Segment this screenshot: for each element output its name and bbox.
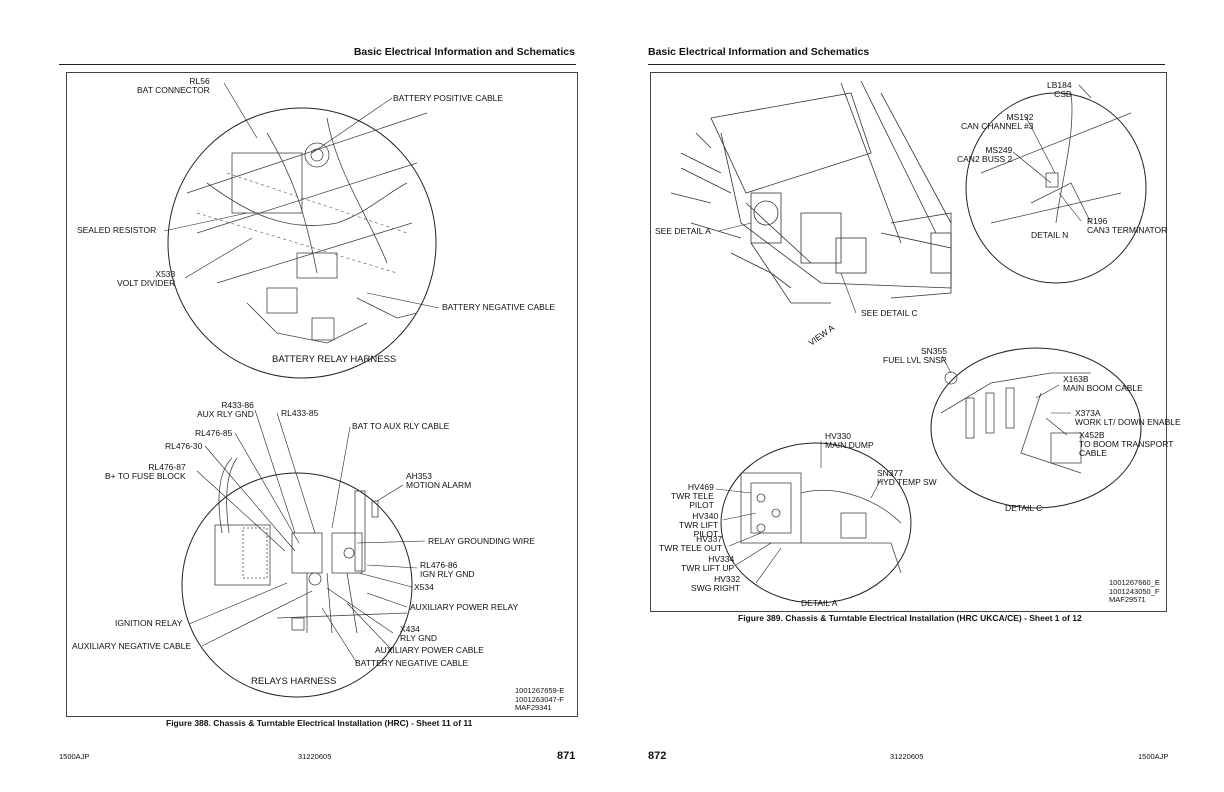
figure-389-frame: LB184 CSB MS192 CAN CHANNEL #3 MS249 CAN…	[650, 72, 1181, 612]
detail-title-detail-a: DETAIL A	[801, 598, 838, 608]
figure-389-drawing	[670, 80, 1147, 604]
callout-x534: X534	[414, 582, 434, 592]
callout-auxiliary-power-relay: AUXILIARY POWER RELAY	[410, 602, 519, 612]
callout-battery-negative-cable-bottom: BATTERY NEGATIVE CABLE	[355, 658, 469, 668]
footer-doc-number: 31220605	[890, 752, 924, 761]
right-page-header: Basic Electrical Information and Schemat…	[648, 46, 870, 58]
footer-doc-number: 31220605	[298, 752, 332, 761]
callout-x434: X434 RLY GND	[400, 624, 438, 643]
part-codes: 1001267660_E 1001243050_F MAF29571	[1109, 578, 1160, 604]
figure-388-drawing	[163, 82, 440, 698]
callout-sn377: SN377 HYD TEMP SW	[877, 468, 937, 487]
page-number: 871	[557, 750, 576, 762]
callout-see-detail-a: SEE DETAIL A	[655, 226, 711, 236]
callout-x373a: X373A WORK LT/ DOWN ENABLE	[1075, 408, 1181, 427]
callout-ah353: AH353 MOTION ALARM	[406, 471, 472, 490]
detail-title-relays-harness: RELAYS HARNESS	[251, 676, 337, 687]
callout-sn355: SN355 FUEL LVL SNSR	[883, 346, 947, 365]
callout-see-detail-c: SEE DETAIL C	[861, 308, 918, 318]
figure-389-caption: Figure 389. Chassis & Turntable Electric…	[738, 613, 1082, 623]
footer-model: 1500AJP	[59, 752, 90, 761]
callout-x163b: X163B MAIN BOOM CABLE	[1063, 374, 1143, 393]
callout-auxiliary-negative-cable: AUXILIARY NEGATIVE CABLE	[72, 641, 192, 651]
part-codes: 1001267659-E 1001263047-F MAF29341	[515, 686, 565, 712]
callout-rl476-30: RL476-30	[165, 441, 203, 451]
callout-ms192: MS192 CAN CHANNEL #3	[961, 112, 1034, 131]
header-rule	[59, 64, 576, 65]
detail-title-detail-c: DETAIL C	[1005, 503, 1043, 513]
callout-hv340: HV340 TWR LIFT PILOT	[679, 511, 719, 539]
callout-bat-to-aux-rly-cable: BAT TO AUX RLY CABLE	[352, 421, 450, 431]
callout-rl476-86: RL476-86 IGN RLY GND	[420, 560, 475, 579]
header-rule	[648, 64, 1165, 65]
callout-hv332: HV332 SWG RIGHT	[691, 574, 741, 593]
callout-rl476-87: RL476-87 B+ TO FUSE BLOCK	[105, 462, 186, 481]
page-number: 872	[648, 750, 667, 762]
left-page-header: Basic Electrical Information and Schemat…	[353, 46, 575, 58]
footer-model: 1500AJP	[1138, 752, 1169, 761]
callout-hv337: HV337 TWR TELE OUT	[659, 534, 723, 553]
detail-title-battery-relay-harness: BATTERY RELAY HARNESS	[272, 354, 397, 365]
callout-x452b: X452B TO BOOM TRANSPORT CABLE	[1079, 430, 1174, 458]
callout-rl56: RL56 BAT CONNECTOR	[137, 76, 210, 95]
figure-388-caption: Figure 388. Chassis & Turntable Electric…	[166, 718, 473, 728]
callout-hv334: HV334 TWR LIFT UP	[681, 554, 735, 573]
callout-sealed-resistor: SEALED RESISTOR	[77, 225, 157, 235]
callout-battery-negative-cable-top: BATTERY NEGATIVE CABLE	[442, 302, 556, 312]
callout-auxiliary-power-cable: AUXILIARY POWER CABLE	[375, 645, 484, 655]
detail-title-detail-n: DETAIL N	[1031, 230, 1069, 240]
left-page: Basic Electrical Information and Schemat…	[59, 46, 578, 762]
callout-battery-positive-cable: BATTERY POSITIVE CABLE	[393, 93, 504, 103]
callout-lb184: LB184 CSB	[1047, 80, 1072, 99]
figure-388-frame: RL56 BAT CONNECTOR BATTERY POSITIVE CABL…	[66, 72, 578, 717]
callout-hv330: HV330 MAIN DUMP	[825, 431, 874, 450]
callout-x533: X533 VOLT DIVIDER	[117, 269, 176, 288]
callout-r433-86: R433-86 AUX RLY GND	[197, 400, 254, 419]
callout-hv469: HV469 TWR TELE PILOT	[671, 482, 714, 510]
callout-relay-grounding-wire: RELAY GROUNDING WIRE	[428, 536, 535, 546]
callout-ms249: MS249 CAN2 BUSS 2	[957, 145, 1013, 164]
right-page: Basic Electrical Information and Schemat…	[612, 0, 1224, 792]
callout-rl433-85: RL433-85	[281, 408, 319, 418]
callout-rl476-85: RL476-85	[195, 428, 233, 438]
callout-ignition-relay: IGNITION RELAY	[115, 618, 183, 628]
callout-r196: R196 CAN3 TERMINATOR	[1087, 216, 1168, 235]
